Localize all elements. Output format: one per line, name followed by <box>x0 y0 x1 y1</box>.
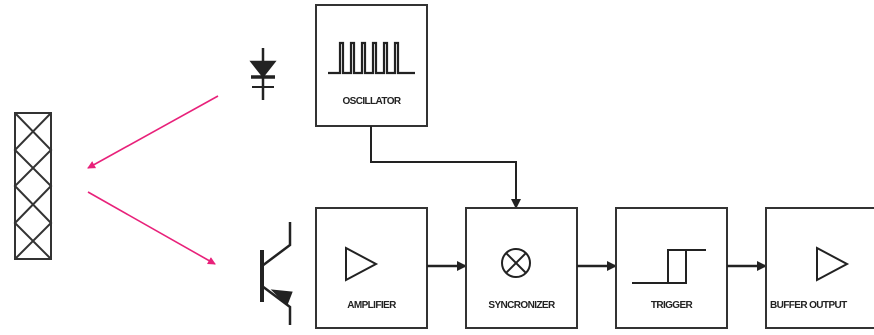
phototransistor-icon <box>260 222 293 325</box>
led-diode-icon <box>249 48 277 100</box>
emitted-light-arrow <box>87 95 219 169</box>
buffer-output-label: BUFFER OUTPUT <box>770 300 847 311</box>
trigger-label: TRIGGER <box>650 300 693 311</box>
amplifier-label: AMPLIFIER <box>347 300 396 311</box>
reflected-light-arrow <box>87 191 216 265</box>
pulse-train-icon <box>328 41 415 75</box>
triangle-amplifier-icon <box>345 246 379 282</box>
trigger-block <box>615 207 728 329</box>
oscillator-label: OSCILLATOR <box>342 96 401 107</box>
schmitt-step-icon <box>632 249 706 284</box>
buffer-output-block <box>765 207 874 329</box>
triangle-buffer-icon <box>816 246 850 282</box>
oscillator-block <box>315 4 428 127</box>
amplifier-block <box>315 207 428 329</box>
syncronizer-label: SYNCRONIZER <box>488 300 555 311</box>
circled-x-mixer-icon <box>501 248 531 278</box>
oscillator-to-syncronizer-line <box>370 126 521 209</box>
syncronizer-block <box>465 207 578 329</box>
reflective-grating-icon <box>13 112 53 260</box>
